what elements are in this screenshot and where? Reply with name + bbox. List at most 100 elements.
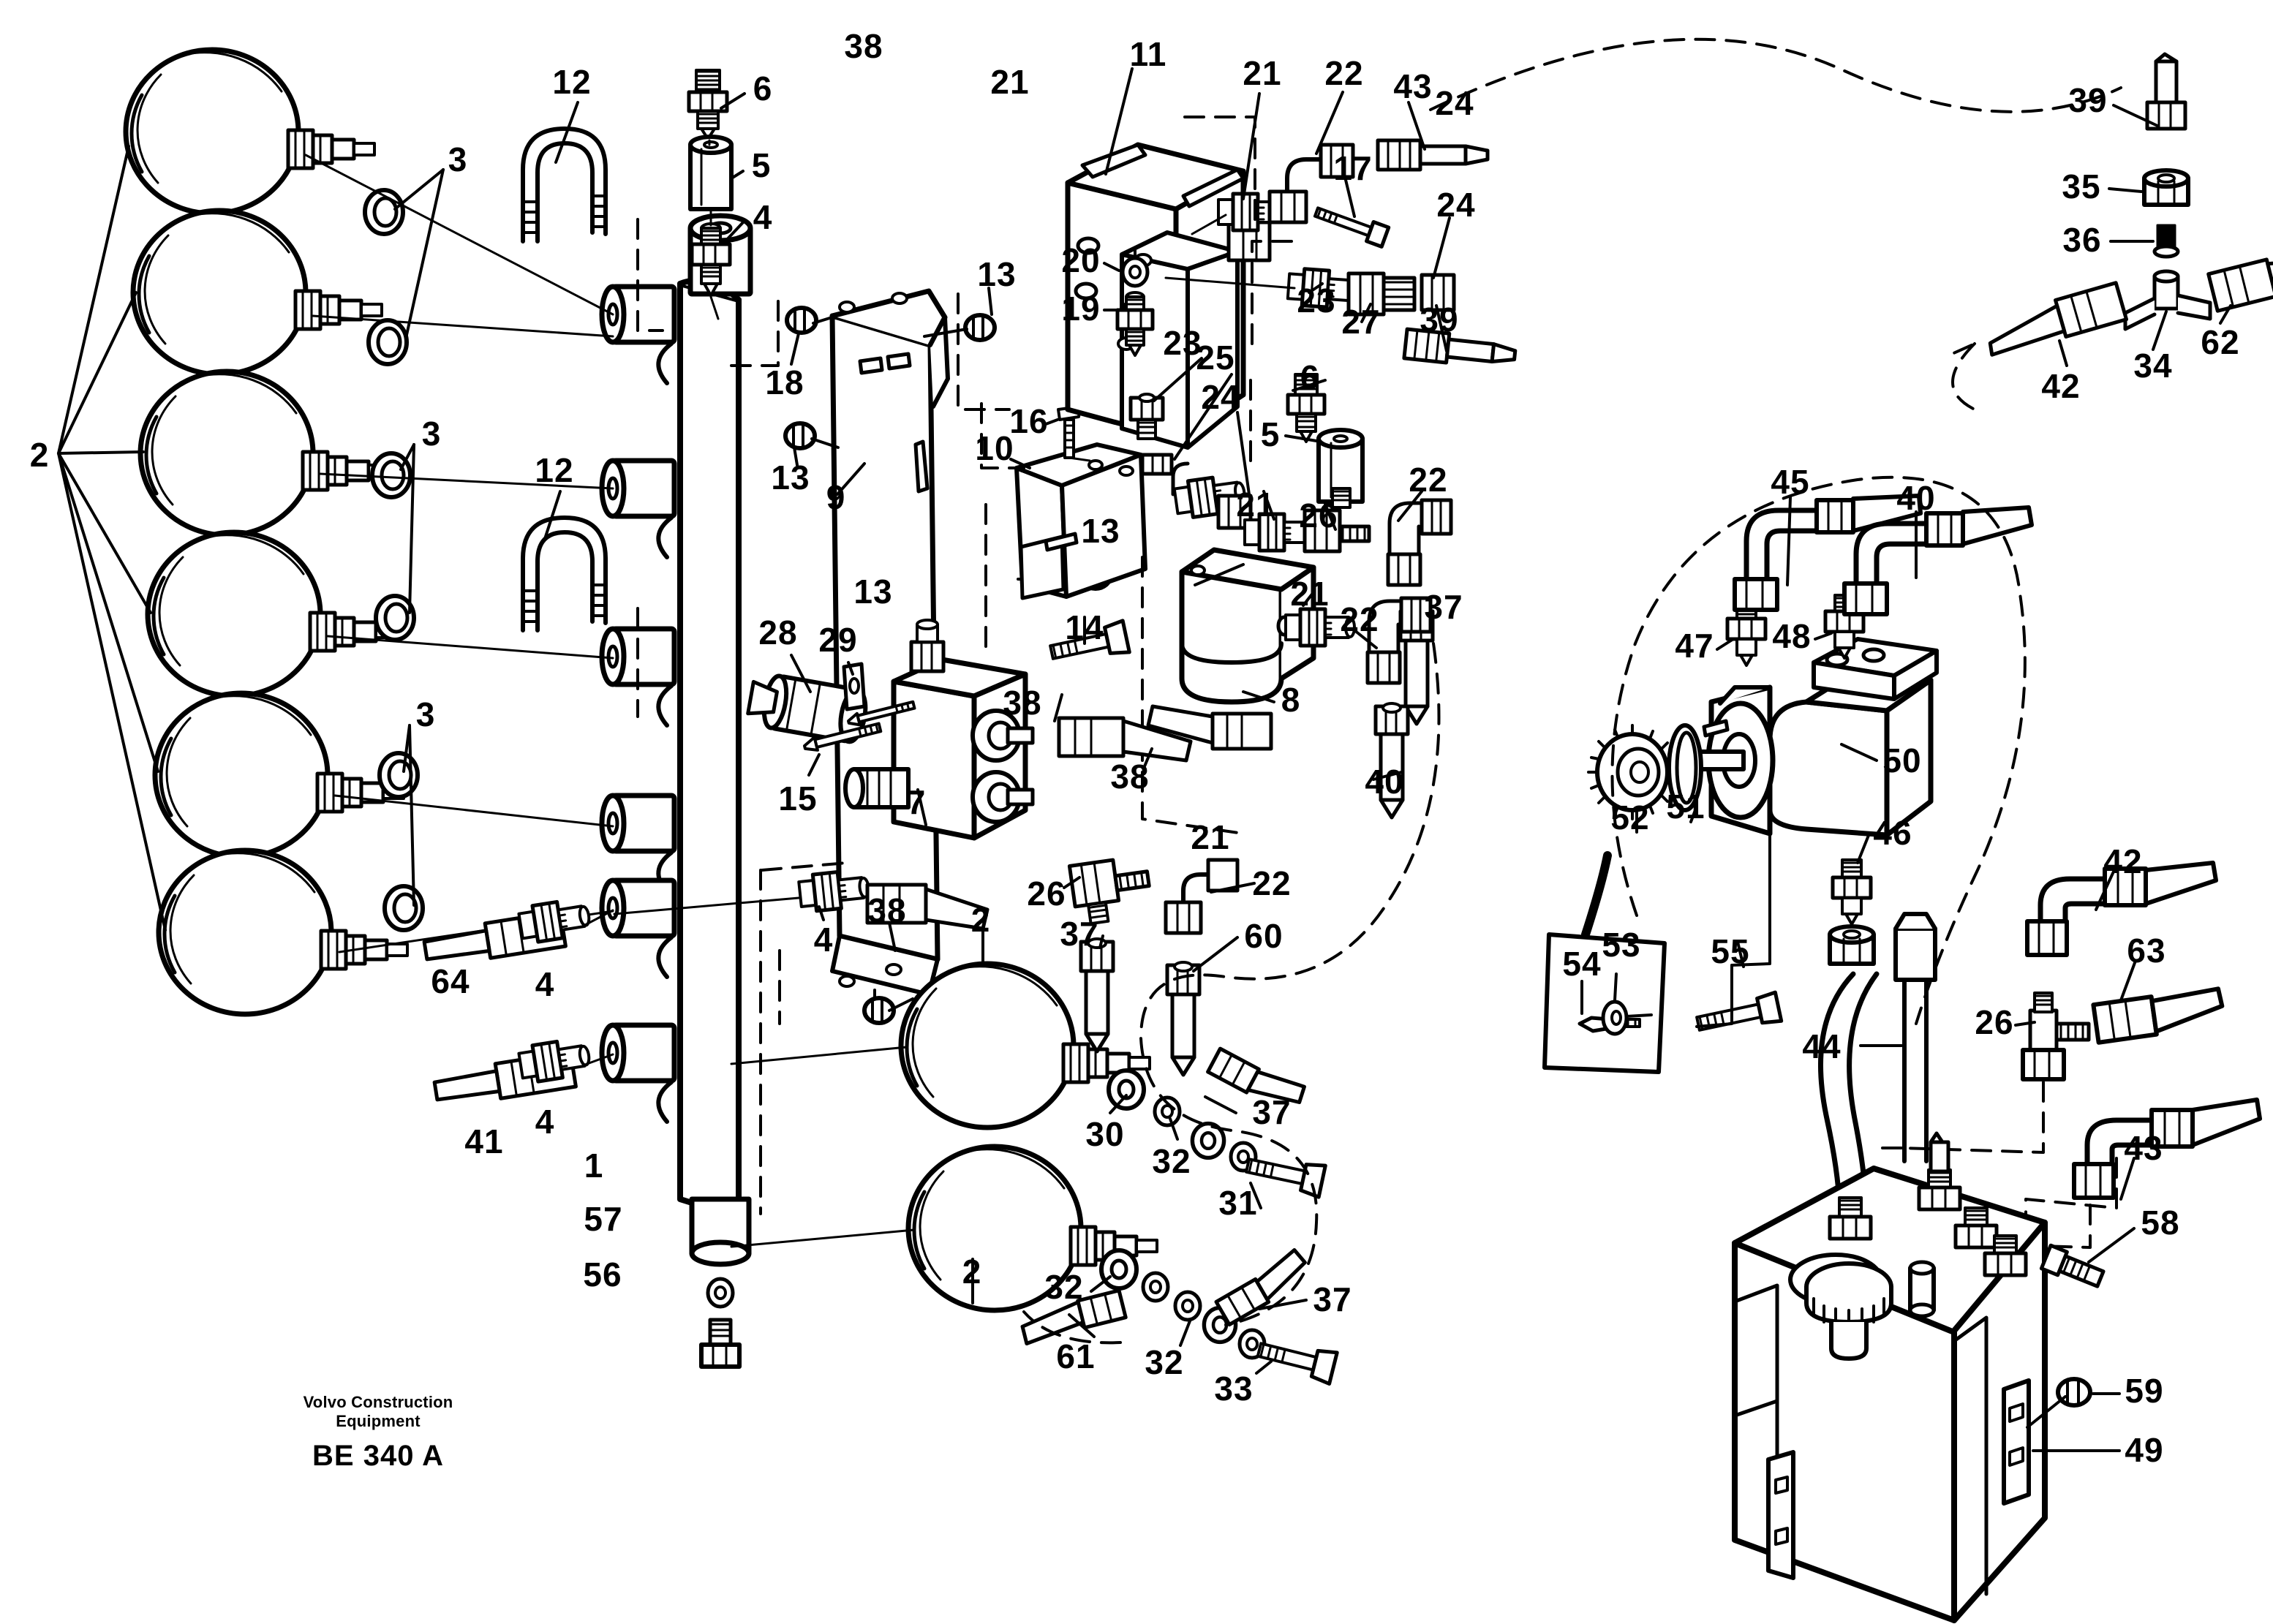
u-bolt-lower	[521, 515, 608, 632]
callout-number-33: 33	[1214, 1370, 1254, 1408]
callout-number-26: 26	[1027, 875, 1066, 913]
callout-number-56: 56	[583, 1255, 622, 1293]
callout-number-39: 39	[1420, 301, 1459, 339]
callout-number-43: 43	[2124, 1129, 2163, 1167]
callout-number-24: 24	[1201, 378, 1240, 416]
callout-number-40: 40	[1896, 479, 1936, 517]
callout-number-22: 22	[1252, 864, 1292, 902]
callout-number-37: 37	[1060, 915, 1099, 953]
callout-number-21: 21	[1243, 54, 1282, 92]
callout-number-12: 12	[552, 63, 592, 101]
callout-number-13: 13	[771, 458, 810, 496]
cylinder-8	[1141, 547, 1430, 835]
valve-block-7	[746, 619, 1273, 841]
callout-number-48: 48	[1772, 617, 1812, 655]
manufacturer-logo-block: Volvo Construction Equipment BE 340 A	[257, 1393, 499, 1473]
callout-number-24: 24	[1436, 186, 1476, 224]
callout-number-44: 44	[1802, 1027, 1842, 1065]
brand-line-2: Equipment	[336, 1411, 421, 1430]
callout-number-32: 32	[1044, 1268, 1084, 1306]
callout-number-15: 15	[778, 779, 818, 817]
callout-number-12: 12	[535, 451, 574, 489]
callout-number-62: 62	[2201, 323, 2240, 361]
inset-box-54-53	[1542, 851, 1667, 1074]
callout-number-4: 4	[535, 1103, 555, 1141]
callout-number-17: 17	[1333, 149, 1373, 187]
callout-number-27: 27	[1341, 303, 1381, 341]
callout-number-4: 4	[535, 965, 555, 1003]
callout-number-47: 47	[1675, 627, 1714, 665]
callout-number-37: 37	[1252, 1093, 1292, 1131]
callout-number-42: 42	[2103, 842, 2143, 880]
tube-41	[432, 1037, 614, 1102]
callout-number-4: 4	[753, 198, 773, 236]
callout-number-2: 2	[29, 436, 50, 474]
callout-number-61: 61	[1056, 1337, 1096, 1375]
callout-number-63: 63	[2127, 932, 2166, 970]
stack-6-5-4	[687, 69, 746, 320]
callout-number-60: 60	[1244, 917, 1283, 955]
callout-number-3: 3	[448, 140, 468, 178]
tee-assembly-34	[1988, 52, 2273, 367]
callout-number-36: 36	[2062, 221, 2102, 259]
callout-number-3: 3	[421, 415, 442, 453]
callout-number-31: 31	[1218, 1184, 1258, 1222]
callout-number-38: 38	[844, 27, 883, 65]
callout-number-7: 7	[906, 783, 927, 821]
callout-number-55: 55	[1711, 932, 1750, 970]
callout-number-57: 57	[584, 1200, 623, 1238]
callout-number-23: 23	[1163, 324, 1202, 362]
callout-number-13: 13	[1081, 512, 1120, 550]
callout-number-6: 6	[753, 69, 773, 107]
callout-number-59: 59	[2125, 1372, 2164, 1410]
cluster-26-22-37-60	[1063, 858, 1256, 1077]
callout-number-50: 50	[1882, 741, 1922, 779]
callout-number-16: 16	[1009, 402, 1049, 440]
callout-number-22: 22	[1324, 54, 1364, 92]
right-fittings-cluster	[1871, 861, 2262, 1249]
fittings-row-23-27-39	[1164, 116, 1516, 469]
callout-number-37: 37	[1424, 588, 1463, 626]
seal-stack-upper	[1109, 1046, 1325, 1209]
callout-number-30: 30	[1085, 1115, 1125, 1153]
callout-number-38: 38	[867, 891, 907, 929]
callout-number-64: 64	[431, 962, 470, 1000]
brand-line-1: Volvo Construction	[303, 1393, 453, 1411]
callout-number-42: 42	[2041, 367, 2081, 405]
callout-number-8: 8	[1281, 681, 1301, 719]
callout-number-5: 5	[1260, 415, 1281, 453]
tube-64	[422, 897, 614, 962]
callout-number-14: 14	[1065, 608, 1104, 646]
seal-stack-lower	[1020, 1247, 1337, 1383]
callout-number-13: 13	[977, 255, 1017, 293]
callout-number-37: 37	[1313, 1280, 1352, 1318]
callout-number-35: 35	[2062, 167, 2101, 205]
callout-number-28: 28	[758, 613, 798, 652]
callout-number-40: 40	[1365, 763, 1404, 801]
callout-number-19: 19	[1061, 290, 1101, 328]
callout-number-24: 24	[1435, 84, 1474, 122]
callout-number-39: 39	[2068, 81, 2108, 119]
callout-number-32: 32	[1145, 1343, 1184, 1381]
callout-number-29: 29	[818, 621, 858, 659]
callout-number-21: 21	[1191, 818, 1230, 856]
callout-number-21: 21	[1236, 486, 1275, 524]
callout-number-5: 5	[751, 146, 772, 184]
callout-number-10: 10	[975, 429, 1014, 467]
callout-number-26: 26	[1299, 496, 1338, 535]
fittings-row-21-22-43	[1191, 91, 1488, 235]
callout-number-2: 2	[970, 901, 991, 939]
stack-20-19	[1103, 247, 1155, 357]
callout-number-45: 45	[1771, 463, 1810, 501]
callout-number-38: 38	[1110, 758, 1150, 796]
manifold-tube-group	[599, 213, 753, 1369]
callout-number-51: 51	[1666, 788, 1705, 826]
accumulator-spheres-lower	[730, 927, 1157, 1310]
callout-number-18: 18	[765, 363, 804, 401]
callout-number-11: 11	[1129, 35, 1167, 73]
callout-number-23: 23	[1297, 282, 1336, 320]
pump-assembly-50	[1587, 494, 2034, 1032]
callout-number-21: 21	[990, 63, 1030, 101]
